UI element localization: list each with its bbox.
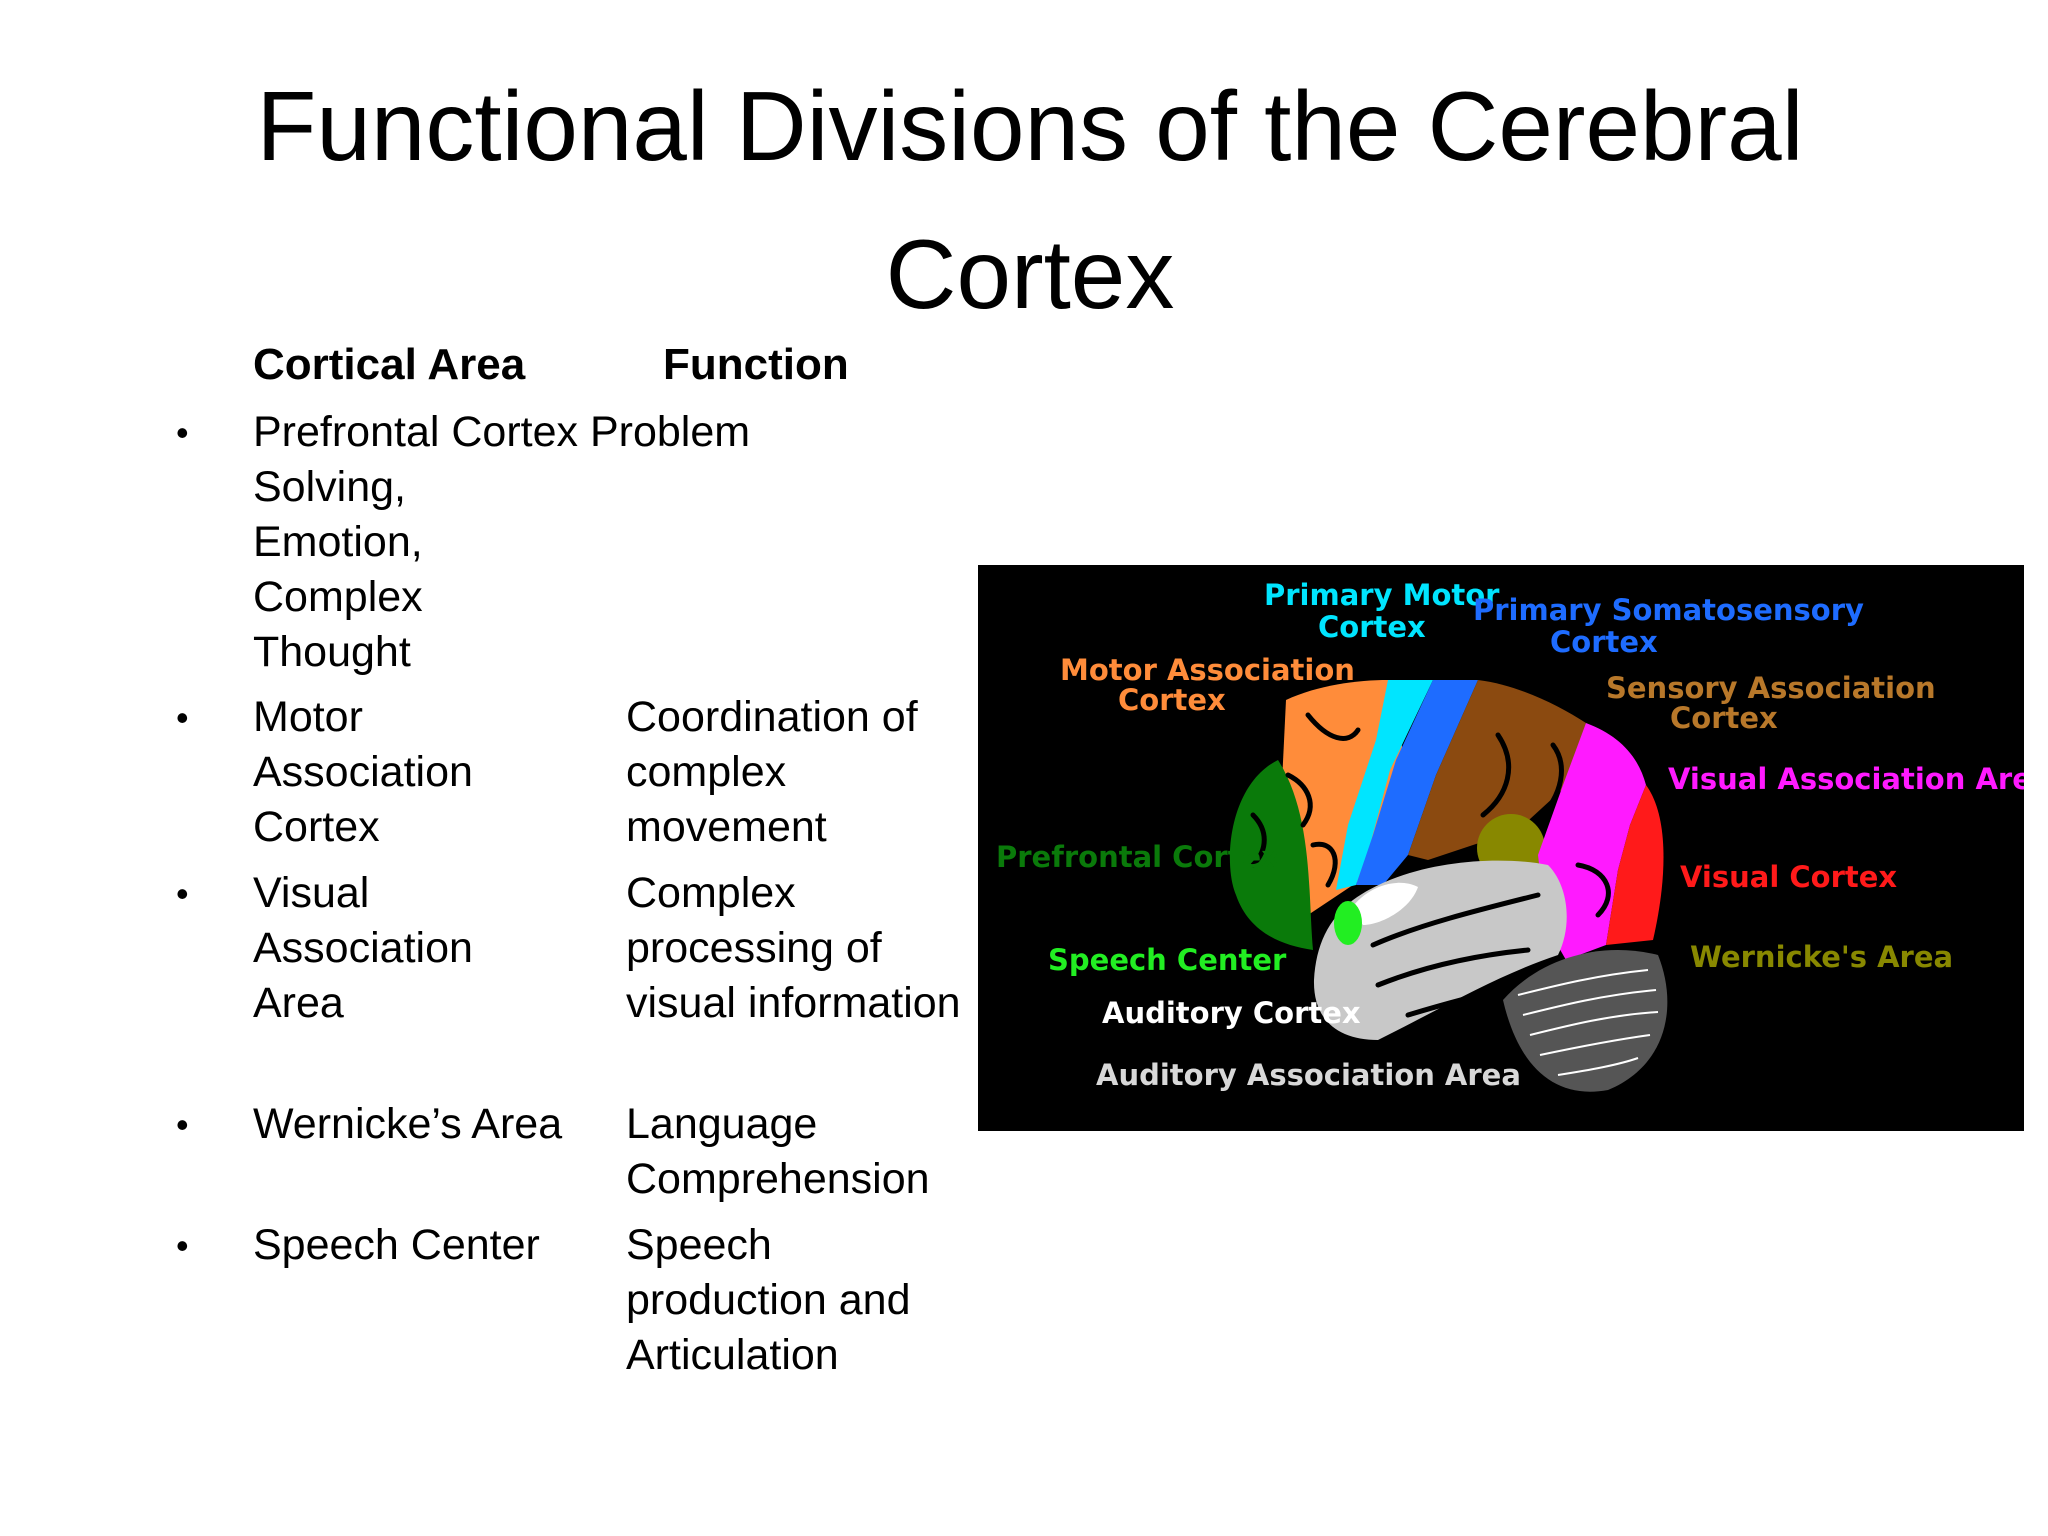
somatosensory-region — [1356, 680, 1478, 885]
bullet-marker: • — [176, 697, 189, 738]
brain-diagram-svg: Primary Motor Cortex Primary Somatosenso… — [996, 578, 2024, 1092]
row-wernicke-function: Language Comprehension — [626, 1100, 930, 1203]
bullet-marker: • — [176, 1104, 189, 1145]
row-speech-function: Speech production and Articulation — [626, 1221, 911, 1379]
label-sensory-assoc-1: Sensory Association — [1606, 671, 1936, 705]
cerebellum-region — [1503, 950, 1668, 1092]
sensory-association-region — [1408, 680, 1586, 860]
label-motor-assoc-2: Cortex — [1118, 683, 1226, 717]
header-function: Function — [663, 340, 849, 389]
label-somatosensory-1: Primary Somatosensory — [1473, 593, 1864, 627]
bullet-marker: • — [176, 412, 189, 453]
row-motor-area: Motor Association Cortex — [253, 693, 473, 851]
bullet-marker: • — [176, 873, 189, 914]
label-somatosensory-2: Cortex — [1550, 625, 1658, 659]
header-cortical-area: Cortical Area — [253, 340, 526, 389]
label-wernicke: Wernicke's Area — [1690, 940, 1953, 974]
label-auditory-assoc: Auditory Association Area — [1096, 1058, 1521, 1092]
bullet-marker: • — [176, 1225, 189, 1266]
cerebellum-texture — [1517, 969, 1659, 1076]
label-prefrontal: Prefrontal Cortex — [996, 840, 1280, 874]
row-speech-area: Speech Center — [253, 1221, 540, 1269]
label-visual-assoc: Visual Association Area — [1668, 762, 2024, 796]
primary-motor-region — [1336, 680, 1433, 890]
row-visual-area: Visual Association Area — [253, 869, 473, 1027]
label-speech-center: Speech Center — [1048, 943, 1287, 977]
label-auditory-cortex: Auditory Cortex — [1102, 996, 1361, 1030]
label-motor-assoc-1: Motor Association — [1060, 653, 1355, 687]
label-primary-motor-1: Primary Motor — [1264, 578, 1500, 612]
row-prefrontal-function-cont: Solving, Emotion, Complex Thought — [253, 463, 423, 676]
row-prefrontal-line: Prefrontal Cortex Problem — [253, 408, 751, 456]
speech-center-region — [1334, 901, 1362, 945]
row-wernicke-area: Wernicke’s Area — [253, 1100, 563, 1148]
slide-title: Functional Divisions of the Cerebral Cor… — [256, 71, 1804, 329]
brain-diagram: Primary Motor Cortex Primary Somatosenso… — [978, 565, 2024, 1131]
auditory-cortex-region — [1350, 882, 1418, 925]
row-visual-function: Complex processing of visual information — [626, 869, 961, 1027]
label-primary-motor-2: Cortex — [1318, 610, 1426, 644]
row-motor-function: Coordination of complex movement — [626, 693, 918, 851]
visual-cortex-region — [1606, 785, 1664, 945]
prefrontal-region — [1229, 760, 1313, 950]
sulci-lines — [1250, 712, 1611, 1018]
label-sensory-assoc-2: Cortex — [1670, 701, 1778, 735]
label-visual-cortex: Visual Cortex — [1680, 860, 1897, 894]
